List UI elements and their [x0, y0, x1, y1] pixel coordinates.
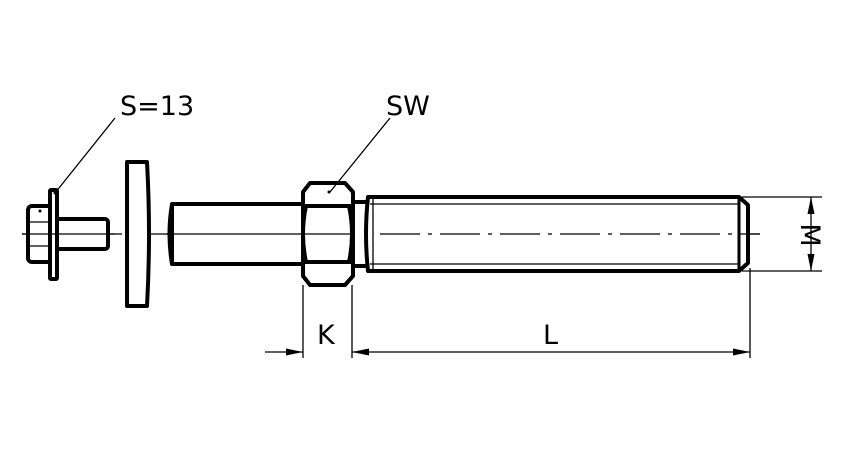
dimension-l	[352, 348, 750, 356]
label-wrench-size: SW	[386, 91, 430, 122]
threaded-rod	[349, 195, 760, 273]
leader-screw	[54, 117, 116, 194]
label-length: L	[543, 320, 558, 351]
flange-screw	[22, 188, 115, 281]
leader-nut	[329, 117, 391, 193]
label-nut-height: K	[317, 320, 336, 351]
washer	[125, 160, 151, 308]
label-screw-size: S=13	[120, 91, 194, 122]
shaft	[166, 202, 306, 266]
label-thread-diameter: M	[794, 223, 825, 246]
dimension-m	[807, 197, 815, 271]
hex-nut	[301, 181, 355, 287]
